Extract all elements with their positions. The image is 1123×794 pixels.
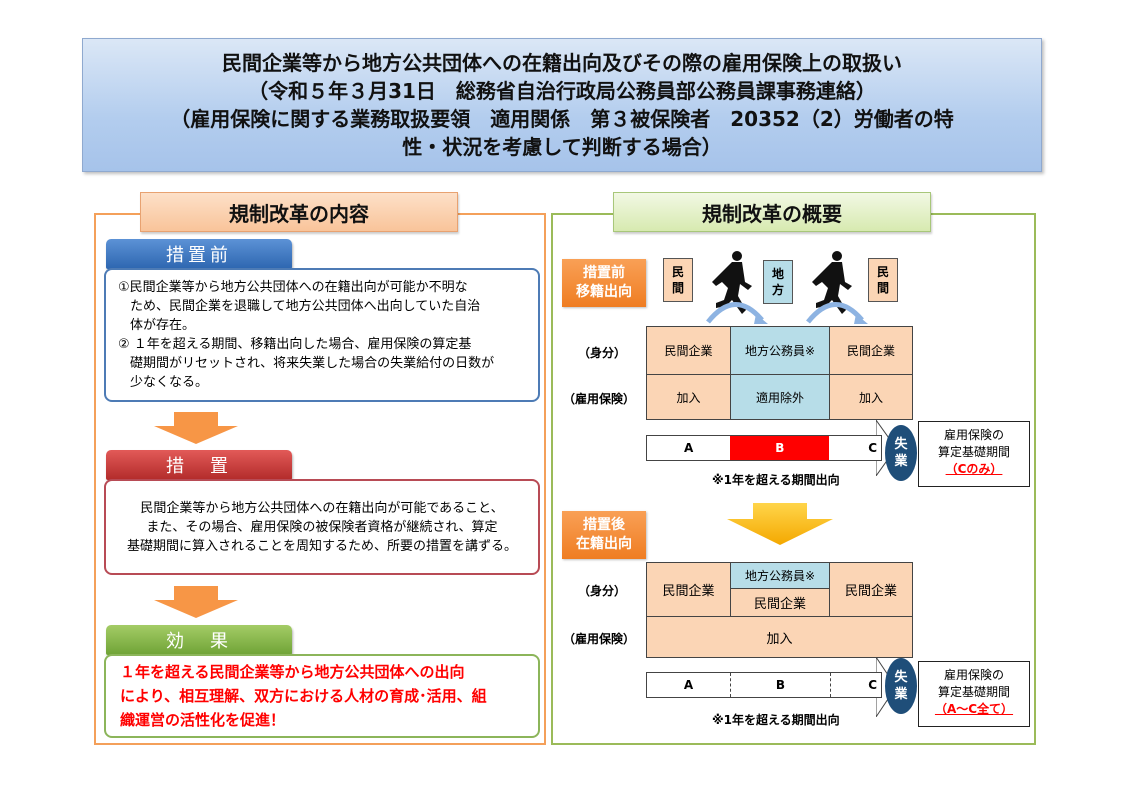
measure-line-3: 基礎期間に算入されることを周知するため、所要の措置を講ずる。 bbox=[126, 539, 517, 554]
insurance-cell: 適用除外 bbox=[730, 374, 830, 420]
segment-a: A bbox=[683, 441, 694, 455]
unemployment-char-2: 業 bbox=[894, 687, 908, 702]
row-label-status: （身分） bbox=[578, 584, 627, 598]
after-transfer-label: 措置後 在籍出向 bbox=[562, 511, 646, 559]
private-box-char-2: 間 bbox=[671, 281, 684, 295]
before-item-1-cont2: 体が存在。 bbox=[130, 318, 196, 333]
measure-line-2: また、その場合、雇用保険の被保険者資格が継続され、算定 bbox=[146, 520, 498, 535]
result-highlight: （A～C全て） bbox=[934, 702, 1014, 716]
private-box: 民 間 bbox=[868, 258, 898, 302]
status-cell: 民間企業 bbox=[829, 562, 913, 617]
unemployment-badge: 失 業 bbox=[885, 658, 917, 714]
period-bar-after: A B C bbox=[646, 672, 882, 698]
effect-line-2: により、相互理解、双方における人材の育成･活用、組 bbox=[120, 687, 487, 705]
private-box-char-1: 民 bbox=[671, 265, 684, 279]
status-cell-mid-top: 地方公務員※ bbox=[730, 562, 830, 589]
calc-period-result-box: 雇用保険の 算定基礎期間 （A～C全て） bbox=[918, 661, 1030, 727]
row-label-insurance: （雇用保険） bbox=[563, 392, 636, 406]
result-highlight: （Cのみ） bbox=[945, 462, 1003, 476]
before-item-1-cont: ため、民間企業を退職して地方公共団体へ出向していた自治 bbox=[130, 299, 481, 314]
result-line-1: 雇用保険の bbox=[943, 428, 1004, 442]
segment-b: B bbox=[731, 673, 831, 697]
period-note: ※1年を超える期間出向 bbox=[712, 473, 840, 487]
segment-b: B bbox=[730, 436, 830, 460]
overview-panel-header: 規制改革の概要 bbox=[613, 192, 931, 232]
title-line-3: （雇用保険に関する業務取扱要領 適用関係 第３被保険者 20352（2）労働者の… bbox=[170, 107, 954, 131]
status-cell: 民間企業 bbox=[646, 326, 731, 375]
measure-line-1: 民間企業等から地方公共団体への在籍出向が可能であること、 bbox=[140, 501, 504, 516]
before-label-line-2: 移籍出向 bbox=[576, 284, 632, 300]
effect-box: １年を超える民間企業等から地方公共団体への出向 により、相互理解、双方における人… bbox=[104, 654, 540, 738]
result-line-2: 算定基礎期間 bbox=[937, 685, 1010, 699]
unemployment-char-2: 業 bbox=[894, 454, 908, 469]
unemployment-char-1: 失 bbox=[894, 437, 908, 452]
local-gov-box: 地 方 bbox=[763, 260, 793, 304]
period-bar-before: A B C bbox=[646, 435, 882, 461]
down-arrow-icon bbox=[727, 503, 833, 545]
title-line-4: 性・状況を考慮して判断する場合） bbox=[402, 135, 722, 159]
before-item-1: ①民間企業等から地方公共団体への在籍出向が可能か不明な bbox=[118, 280, 468, 295]
content-panel-header: 規制改革の内容 bbox=[140, 192, 458, 232]
insurance-cell: 加入 bbox=[646, 616, 913, 658]
insurance-cell: 加入 bbox=[829, 374, 913, 420]
effect-tab: 効 果 bbox=[106, 625, 292, 655]
after-label-line-1: 措置後 bbox=[583, 517, 625, 533]
private-box-char-2: 間 bbox=[876, 281, 889, 295]
segment-a: A bbox=[647, 673, 731, 697]
title-line-2: （令和５年３月31日 総務省自治行政局公務員部公務員課事務連絡） bbox=[248, 79, 876, 103]
private-box: 民 間 bbox=[663, 258, 693, 302]
status-cell: 民間企業 bbox=[646, 562, 731, 617]
segment-c: C bbox=[868, 441, 878, 455]
effect-line-3: 織運営の活性化を促進！ bbox=[120, 711, 286, 729]
period-note: ※1年を超える期間出向 bbox=[712, 713, 840, 727]
status-cell: 地方公務員※ bbox=[730, 326, 830, 375]
measure-tab: 措 置 bbox=[106, 450, 292, 480]
local-box-char-2: 方 bbox=[771, 283, 784, 297]
down-arrow-icon bbox=[154, 412, 238, 444]
before-measure-tab: 措置前 bbox=[106, 239, 292, 269]
unemployment-badge: 失 業 bbox=[885, 425, 917, 481]
segment-c: C bbox=[868, 678, 877, 692]
before-label-line-1: 措置前 bbox=[583, 265, 625, 281]
unemployment-char-1: 失 bbox=[894, 670, 908, 685]
before-transfer-label: 措置前 移籍出向 bbox=[562, 259, 646, 307]
title-banner: 民間企業等から地方公共団体への在籍出向及びその際の雇用保険上の取扱い （令和５年… bbox=[82, 38, 1042, 172]
local-box-char-1: 地 bbox=[771, 267, 784, 281]
title-line-1: 民間企業等から地方公共団体への在籍出向及びその際の雇用保険上の取扱い bbox=[222, 51, 902, 75]
status-cell: 民間企業 bbox=[829, 326, 913, 375]
result-line-1: 雇用保険の bbox=[943, 668, 1004, 682]
after-label-line-2: 在籍出向 bbox=[576, 536, 632, 552]
before-measure-box: ①民間企業等から地方公共団体への在籍出向が可能か不明な ため、民間企業を退職して… bbox=[104, 268, 540, 402]
measure-box: 民間企業等から地方公共団体への在籍出向が可能であること、 また、その場合、雇用保… bbox=[104, 479, 540, 575]
status-cell-mid-bottom: 民間企業 bbox=[730, 588, 830, 617]
result-line-2: 算定基礎期間 bbox=[937, 445, 1010, 459]
before-item-2-cont: 礎期間がリセットされ、将来失業した場合の失業給付の日数が bbox=[130, 356, 495, 371]
before-item-2: ② １年を超える期間、移籍出向した場合、雇用保険の算定基 bbox=[118, 337, 472, 352]
row-label-insurance: （雇用保険） bbox=[563, 632, 636, 646]
running-person-icon bbox=[706, 251, 868, 324]
before-item-2-cont2: 少なくなる。 bbox=[130, 375, 209, 390]
private-box-char-1: 民 bbox=[876, 265, 889, 279]
down-arrow-icon bbox=[154, 586, 238, 618]
row-label-status: （身分） bbox=[578, 346, 627, 360]
calc-period-result-box: 雇用保険の 算定基礎期間 （Cのみ） bbox=[918, 421, 1030, 487]
effect-line-1: １年を超える民間企業等から地方公共団体への出向 bbox=[120, 663, 465, 681]
insurance-cell: 加入 bbox=[646, 374, 731, 420]
